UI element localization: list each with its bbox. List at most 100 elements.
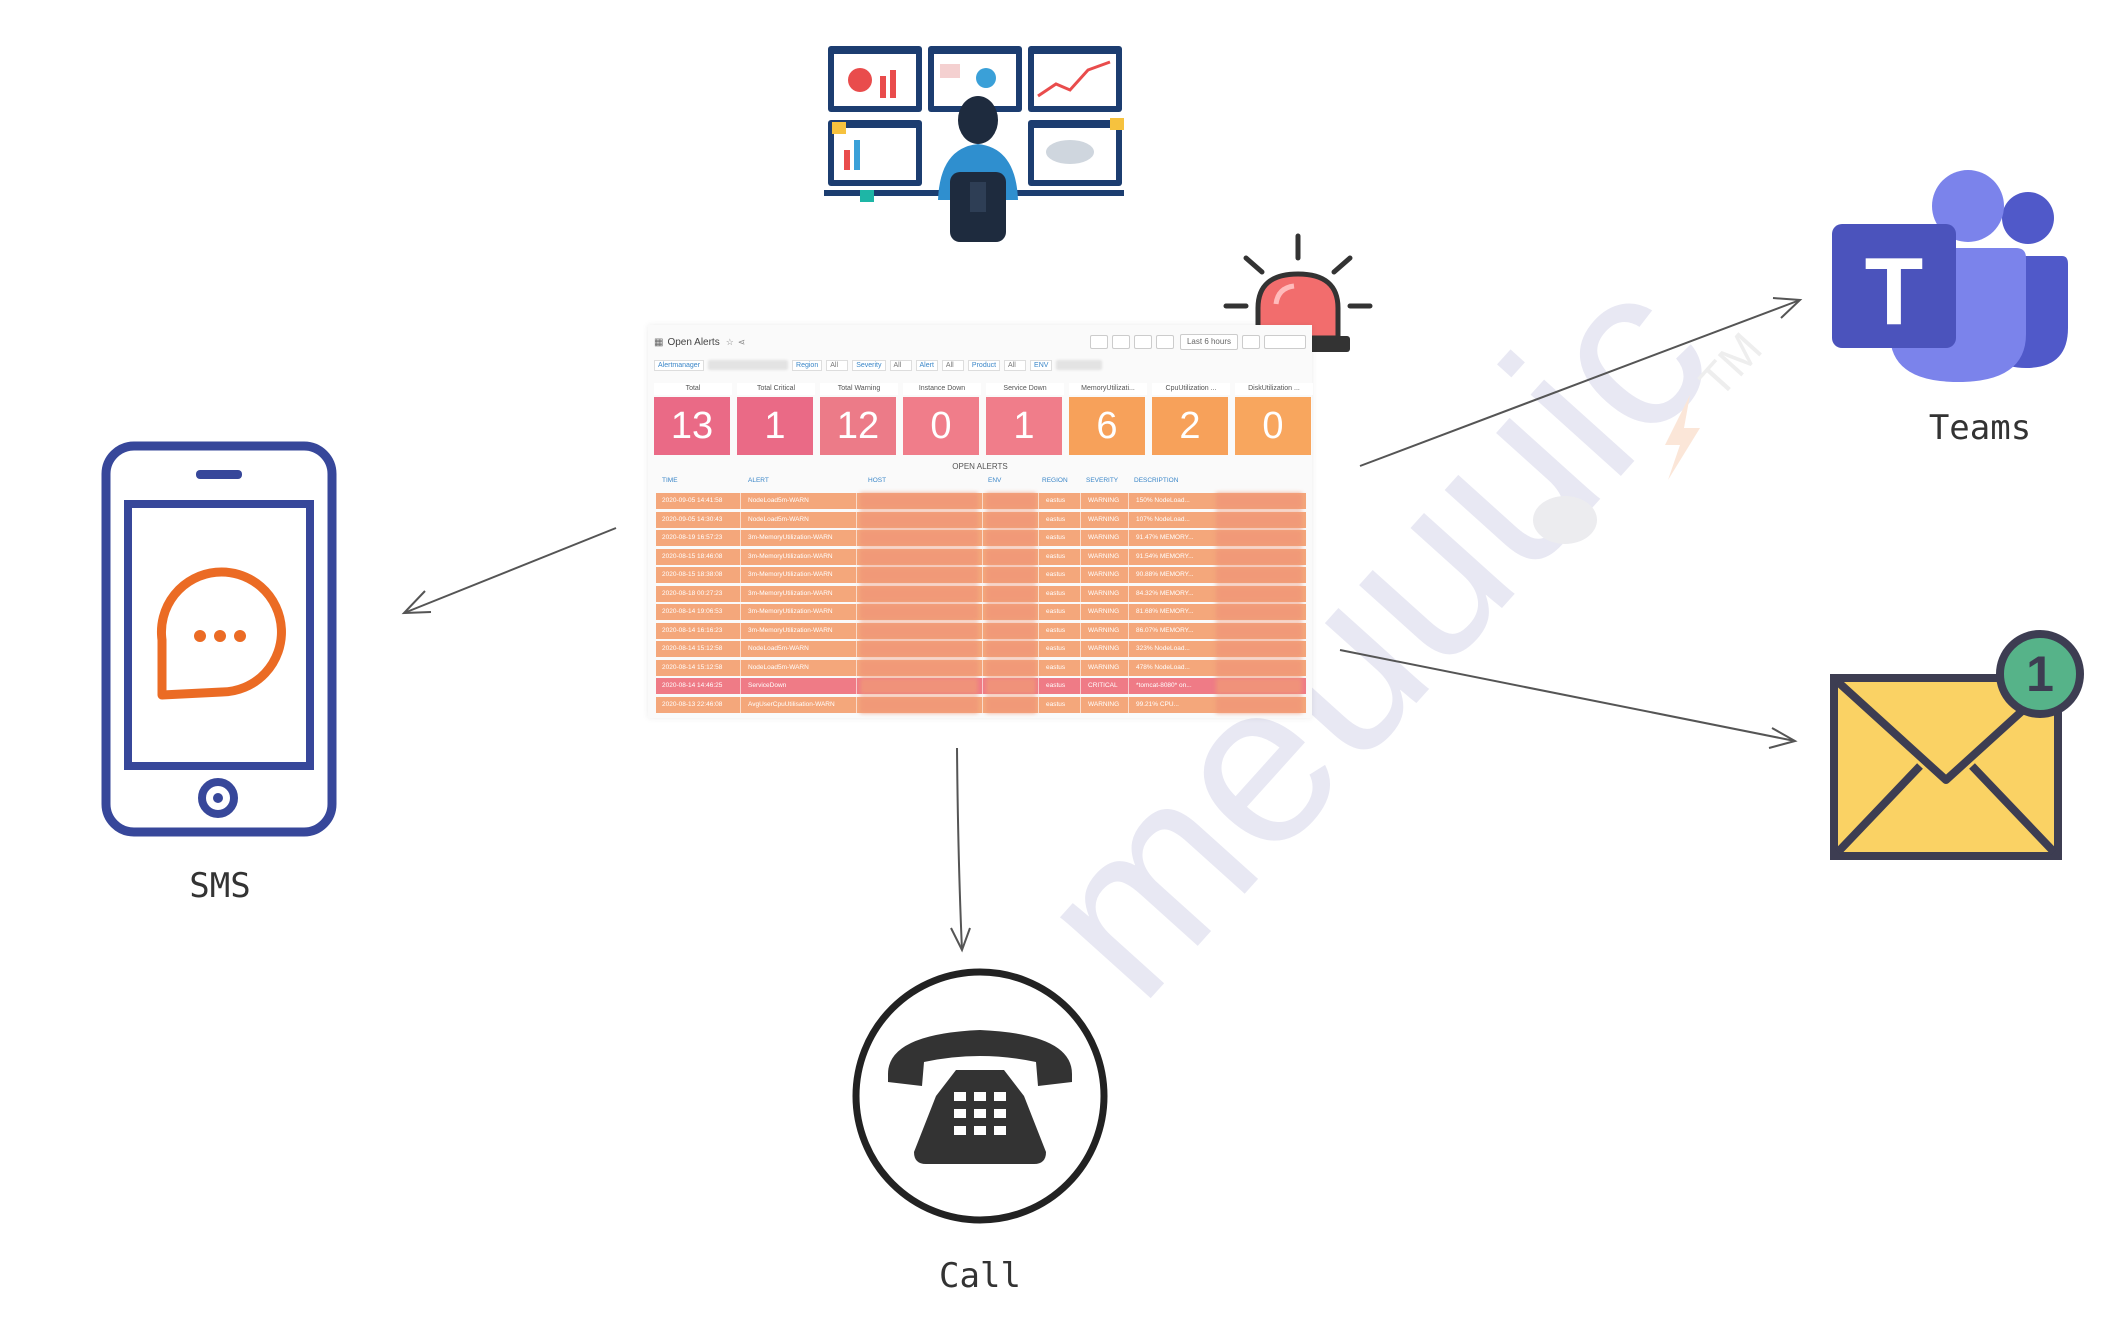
column-header-severity[interactable]: SEVERITY [1086,477,1119,484]
stat-total[interactable]: Total 13 [654,383,732,475]
column-header-host[interactable]: HOST [868,477,887,484]
column-header-region[interactable]: REGION [1042,477,1068,484]
column-divider [856,696,857,713]
redacted-description-tail [1216,511,1302,528]
stat-disk-utilization[interactable]: DiskUtilization ... 0 [1235,383,1313,475]
alert-name: NodeLoad5m-WARN [748,645,809,652]
tv-mode-button[interactable] [1155,335,1174,349]
column-header-description[interactable]: DESCRIPTION [1134,477,1179,484]
column-divider [1080,511,1081,528]
stat-total-warning[interactable]: Total Warning 12 [820,383,898,475]
column-divider [982,604,983,620]
column-divider [1038,567,1039,583]
filter-severity-value[interactable]: All [889,359,912,371]
alert-region: eastus [1046,608,1066,615]
star-icon[interactable]: ☆ [725,336,734,347]
alert-description: 90.88% MEMORY... [1136,571,1194,578]
filter-env-value[interactable] [1056,360,1103,370]
alert-severity: WARNING [1088,589,1120,597]
alert-severity: WARNING [1088,608,1120,615]
time-range-picker[interactable]: Last 6 hours [1179,334,1238,350]
alert-name: 3m-MemoryUtilization-WARN [748,589,833,597]
settings-button[interactable] [1133,335,1152,349]
redacted-env [986,530,1036,546]
stat-value: 0 [1235,397,1311,455]
redacted-description-tail [1216,530,1302,546]
chat-bubble-icon [156,567,286,700]
stat-service-down[interactable]: Service Down 1 [986,383,1064,475]
column-header-env[interactable]: ENV [988,477,1002,484]
redacted-env [986,696,1036,713]
column-header-alert[interactable]: ALERT [748,477,769,484]
alert-time: 2020-08-14 15:12:58 [662,663,723,671]
column-divider [740,567,741,583]
stat-memory-utilization[interactable]: MemoryUtilizati... 6 [1069,383,1147,475]
add-panel-button[interactable] [1089,335,1108,349]
column-divider [740,585,741,602]
filter-alertmanager-value[interactable] [708,360,789,370]
alert-description: 107% NodeLoad... [1136,515,1190,523]
alert-region: eastus [1046,515,1066,523]
filter-region-value[interactable]: All [826,359,849,371]
column-divider [740,678,741,694]
alert-name: NodeLoad5m-WARN [748,663,809,671]
column-divider [1038,604,1039,620]
column-divider [982,548,983,565]
alerts-table-header: TIME ALERT HOST ENV REGION SEVERITY DESC… [656,477,1304,487]
column-divider [1038,493,1039,509]
column-divider [982,678,983,694]
column-divider [982,493,983,509]
alert-severity: WARNING [1088,552,1120,560]
column-divider [740,511,741,528]
sms-phone-icon [101,441,337,837]
column-divider [982,641,983,657]
stat-label: Total Warning [820,383,898,395]
zoom-out-button[interactable] [1242,335,1260,349]
redacted-host [860,548,978,565]
filter-alert-value[interactable]: All [941,359,964,371]
alert-severity: CRITICAL [1088,682,1118,689]
share-icon[interactable]: ⋖ [737,336,746,347]
alert-time: 2020-08-15 18:46:08 [662,552,723,560]
stat-cpu-utilization[interactable]: CpuUtilization ... 2 [1152,383,1230,475]
stat-label: CpuUtilization ... [1152,383,1230,395]
filter-product-value[interactable]: All [1004,359,1027,371]
redacted-env [986,622,1036,639]
stat-total-critical[interactable]: Total Critical 1 [737,383,815,475]
column-divider [1128,622,1129,639]
column-divider [740,548,741,565]
stat-value: 1 [737,397,813,455]
alert-time: 2020-08-14 15:12:58 [662,645,723,652]
column-divider [1038,678,1039,694]
redacted-env [986,585,1036,602]
column-divider [1128,493,1129,509]
column-divider [1080,530,1081,546]
redacted-host [860,604,978,620]
alert-time: 2020-08-19 16:57:23 [662,534,723,541]
alert-name: ServiceDown [748,682,787,689]
save-button[interactable] [1111,335,1130,349]
column-divider [856,678,857,694]
column-divider [1128,530,1129,546]
refresh-button[interactable] [1264,335,1306,349]
column-header-time[interactable]: TIME [662,477,678,484]
alert-time: 2020-09-05 14:41:58 [662,497,723,504]
stat-value: 2 [1152,397,1228,455]
alert-severity: WARNING [1088,497,1120,504]
stat-instance-down[interactable]: Instance Down 0 [903,383,981,475]
open-alerts-dashboard: ▦ Open Alerts ☆ ⋖ Last 6 hours Alertmana… [648,325,1313,718]
column-divider [856,530,857,546]
column-divider [1038,585,1039,602]
